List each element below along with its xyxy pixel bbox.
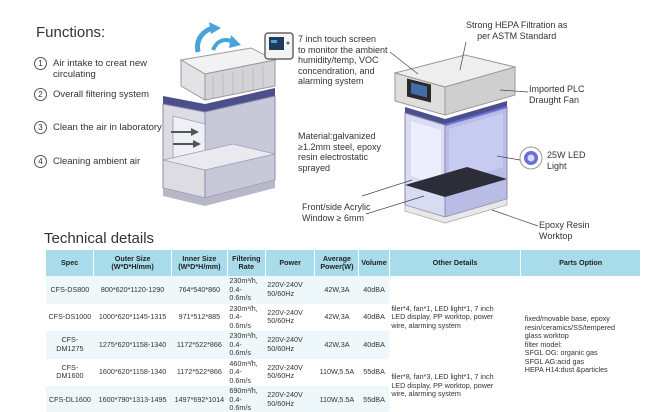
column-header: Power — [265, 250, 316, 276]
epoxy-callout: Epoxy Resin Worktop — [539, 220, 590, 241]
circled-number: 4 — [34, 155, 47, 168]
led-callout: 25W LED Light — [547, 150, 586, 171]
spec-cell: CFS-DL1600 — [46, 386, 94, 412]
function-text: Clean the air in laboratory — [53, 122, 162, 133]
average-power-cell: 110W,5.5A — [314, 358, 359, 386]
plc-callout: Imported PLC Draught Fan — [529, 84, 585, 105]
inner-size-cell: 764*540*860 — [171, 276, 228, 304]
spec-cell: CFS-DM1275 — [46, 331, 94, 359]
spec-cell: CFS-DS800 — [46, 276, 94, 304]
function-text: Overall filtering system — [53, 89, 150, 100]
functions-title: Functions: — [36, 24, 106, 41]
acrylic-callout: Front/side Acrylic Window ≥ 6mm — [302, 202, 371, 223]
filtering-rate-cell: 690m³/h,0.4-0.6m/s — [227, 386, 266, 412]
table-row: CFS-DM1600 1600*620*1158-1340 1172*522*8… — [46, 358, 641, 412]
parts-option-cell: fixed/movable base, epoxy resin/ceramics… — [520, 276, 641, 412]
spec-table: Spec Outer Size (W*D*H/mm) Inner Size (W… — [46, 250, 641, 412]
filtering-rate-cell: 230m³/h,0.4-0.6m/s — [227, 303, 266, 331]
inner-size-cell: 1172*522*866 — [171, 331, 228, 359]
fume-hood-photo — [393, 54, 517, 224]
outer-size-cell: 1600*790*1313-1495 — [93, 386, 172, 412]
spec-cell: CFS-DM1600 — [46, 358, 94, 386]
table-row: CFS-DS800 800*620*1120-1290 764*540*860 … — [46, 276, 641, 412]
function-text: Air intake to creat new — [53, 58, 147, 69]
filtering-rate-cell: 460m³/h,0.4-0.6m/s — [227, 358, 266, 386]
other-details-cell: filer*4, fan*1, LED light*1, 7 inch LED … — [389, 276, 521, 359]
airflow-arrow-icon — [194, 22, 221, 53]
volume-cell: 55dBA — [358, 358, 390, 386]
volume-cell: 40dBA — [358, 331, 390, 359]
circled-number: 3 — [34, 121, 47, 134]
table-row: CFS-DS1000 1000*620*1145-1315 971*512*88… — [46, 303, 641, 331]
volume-cell: 40dBA — [358, 276, 390, 304]
table-row: CFS-DL1600 1600*790*1313-1495 1497*692*1… — [46, 386, 641, 412]
hepa-callout: Strong HEPA Filtration as per ASTM Stand… — [466, 20, 568, 41]
average-power-cell: 110W,5.5A — [314, 386, 359, 412]
outer-size-cell: 1600*620*1158-1340 — [93, 358, 172, 386]
column-header: Spec — [46, 250, 95, 276]
column-header: Parts Option — [520, 250, 641, 276]
touch-screen-icon — [264, 32, 294, 60]
circled-number: 1 — [34, 57, 47, 70]
inner-size-cell: 1172*522*866 — [171, 358, 228, 386]
spec-cell: CFS-DS1000 — [46, 303, 94, 331]
filtering-rate-cell: 230m³/h,0.4-0.6m/s — [227, 331, 266, 359]
outer-size-cell: 1000*620*1145-1315 — [93, 303, 172, 331]
table-header-row: Spec Outer Size (W*D*H/mm) Inner Size (W… — [46, 250, 641, 276]
average-power-cell: 42W,3A — [314, 331, 359, 359]
inner-size-cell: 971*512*885 — [171, 303, 228, 331]
outer-size-cell: 1275*620*1158-1340 — [93, 331, 172, 359]
average-power-cell: 42W,3A — [314, 303, 359, 331]
function-text: circulating — [53, 69, 96, 80]
technical-details-title: Technical details — [44, 230, 155, 247]
average-power-cell: 42W,3A — [314, 276, 359, 304]
material-callout: Material:galvanized ≥1.2mm steel, epoxy … — [298, 131, 381, 173]
ductless-hood-illustration — [162, 22, 277, 206]
column-header: Average Power(W) — [314, 250, 360, 276]
volume-cell: 40dBA — [358, 303, 390, 331]
filtering-rate-cell: 230m³/h,0.4-0.6m/s — [227, 276, 266, 304]
function-text: Cleaning ambient air — [53, 156, 141, 167]
column-header: Filtering Rate — [227, 250, 266, 276]
volume-cell: 55dBA — [358, 386, 390, 412]
other-details-cell: filer*8, fan*3, LED light*1, 7 inch LED … — [389, 358, 521, 412]
table-row: CFS-DM1275 1275*620*1158-1340 1172*522*8… — [46, 331, 641, 359]
column-header: Outer Size (W*D*H/mm) — [93, 250, 172, 276]
inner-size-cell: 1497*692*1014 — [171, 386, 228, 412]
column-header: Volume — [358, 250, 390, 276]
circled-number: 2 — [34, 88, 47, 101]
column-header: Inner Size (W*D*H/mm) — [171, 250, 228, 276]
outer-size-cell: 800*620*1120-1290 — [93, 276, 172, 304]
airflow-arrow-icon — [211, 35, 241, 51]
touch-screen-callout: 7 inch touch screen to monitor the ambie… — [298, 34, 388, 86]
airflow-arrow-icon — [171, 128, 201, 148]
column-header: Other Details — [389, 250, 522, 276]
led-light-icon — [519, 146, 543, 170]
